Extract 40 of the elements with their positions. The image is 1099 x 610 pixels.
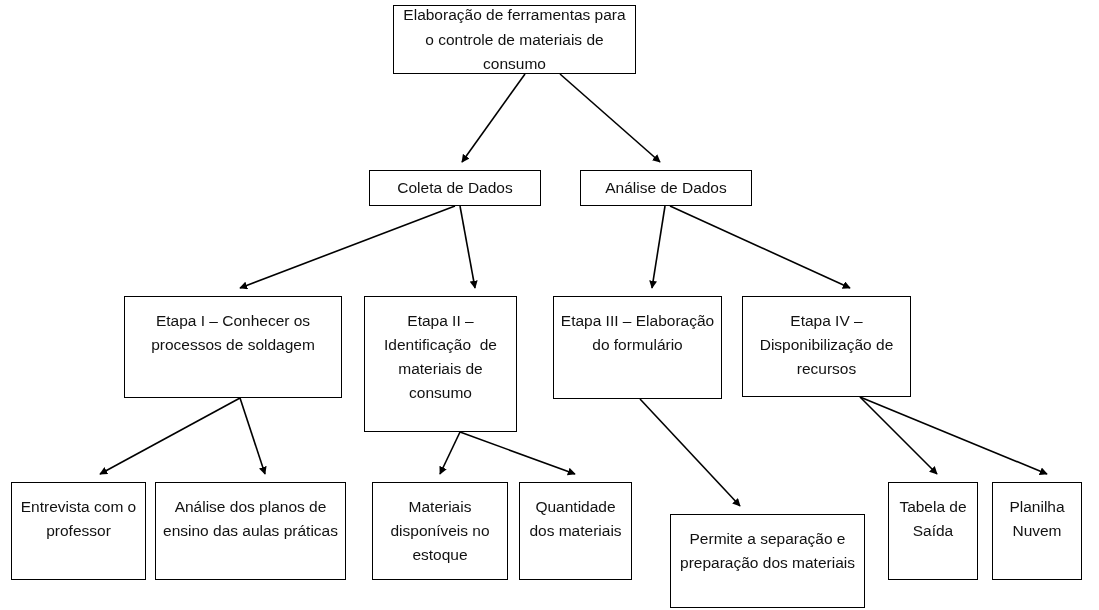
process-box: [742, 296, 911, 397]
arrow: [99, 397, 241, 475]
process-box: [670, 514, 865, 608]
process-box: [580, 170, 752, 206]
box-label: Tabela de Saída: [898, 497, 968, 541]
arrow: [461, 73, 526, 163]
box-label: Etapa I – Conhecer os processos de soldagem: [150, 311, 316, 355]
process-box: [888, 482, 978, 580]
arrow: [459, 431, 576, 476]
box-label: Elaboração de ferramentas para o controle de materiais de consumo: [402, 5, 627, 74]
process-box: [992, 482, 1082, 580]
process-box: [364, 296, 517, 432]
box-label: Etapa II – Identificação de materiais de consumo: [383, 311, 498, 404]
process-box: [372, 482, 508, 580]
box-label: Coleta de Dados: [397, 178, 513, 198]
arrow: [459, 205, 478, 289]
arrow: [859, 396, 1048, 475]
arrow: [439, 431, 461, 475]
arrow: [639, 398, 741, 507]
box-label: Análise de Dados: [605, 178, 727, 198]
process-box: [519, 482, 632, 580]
box-label: Materiais disponíveis no estoque: [389, 497, 491, 566]
arrow: [239, 397, 267, 475]
arrow: [239, 205, 456, 290]
box-label: Quantidade dos materiais: [528, 497, 623, 541]
process-box: [553, 296, 722, 399]
box-label: Etapa IV – Disponibilização de recursos: [758, 311, 895, 380]
arrow: [669, 205, 851, 289]
box-label: Planilha Nuvem: [1008, 497, 1066, 541]
box-label: Análise dos planos de ensino das aulas práticas: [162, 497, 339, 541]
process-box: [155, 482, 346, 580]
arrow: [859, 396, 938, 475]
arrow: [649, 205, 666, 289]
process-box: [11, 482, 146, 580]
process-box: [369, 170, 541, 206]
box-label: Entrevista com o professor: [19, 497, 138, 541]
arrow: [559, 73, 661, 163]
process-box: [124, 296, 342, 398]
box-label: Etapa III – Elaboração do formulário: [560, 311, 715, 355]
box-label: Permite a separação e preparação dos materiais: [679, 529, 856, 573]
